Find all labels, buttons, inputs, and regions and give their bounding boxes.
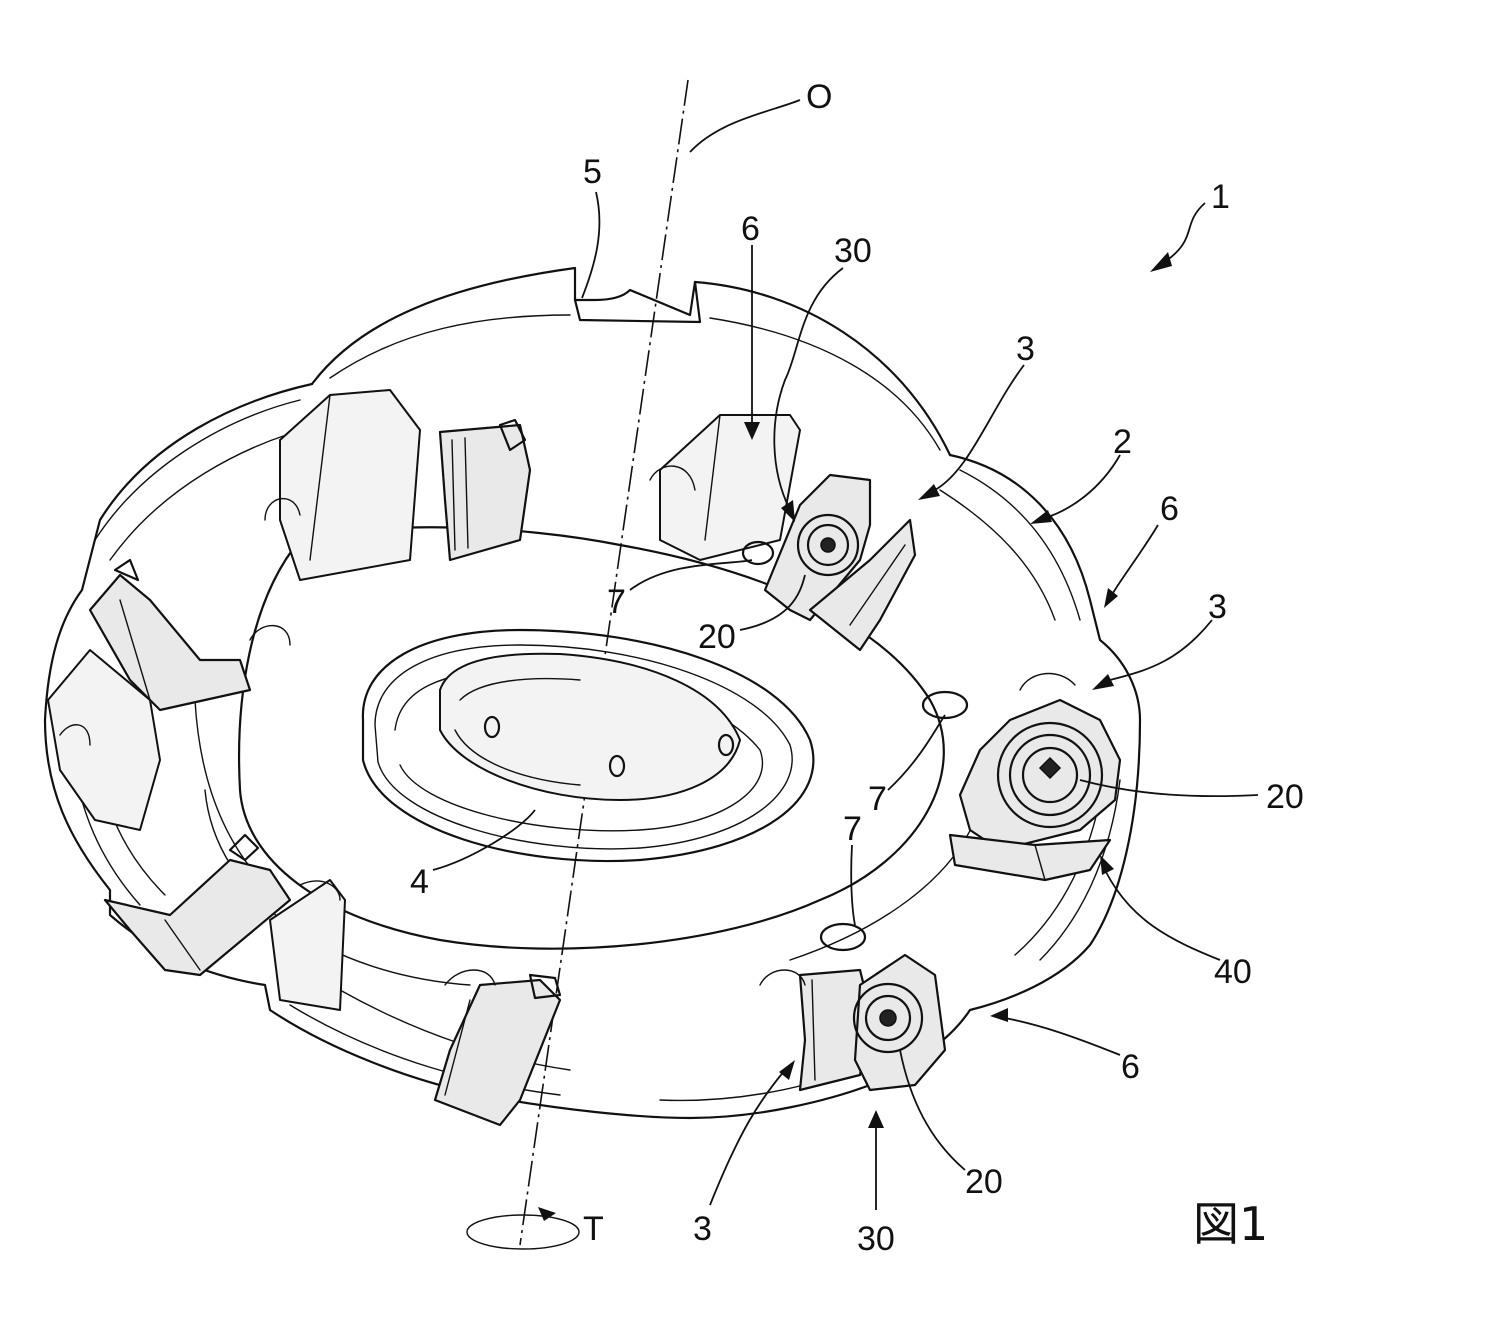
leader-5 <box>581 191 601 299</box>
chip-pocket-upper <box>659 414 801 561</box>
leader-o <box>689 99 801 153</box>
label-axis-o: O <box>806 78 832 116</box>
label-clamp-30-top: 30 <box>834 232 872 270</box>
label-chip-pocket-6-top: 6 <box>741 210 760 248</box>
leader-30-top <box>773 267 844 522</box>
insert-upper-right <box>763 473 917 652</box>
leader-3-bottom <box>709 1060 795 1206</box>
label-insert-20-bottom: 20 <box>965 1163 1003 1201</box>
label-body-2: 2 <box>1113 423 1132 461</box>
chip-pocket-lower-left <box>269 879 346 1011</box>
leader-7-bottom <box>850 844 856 926</box>
label-cutting-edge-40: 40 <box>1214 953 1252 991</box>
leader-7-mid <box>887 714 946 791</box>
insert-bottom-center <box>433 973 562 1127</box>
label-chip-pocket-6-bottom: 6 <box>1121 1048 1140 1086</box>
label-insert-20-top: 20 <box>698 618 736 656</box>
label-pocket-3-right: 3 <box>1208 588 1227 626</box>
leader-6-bottom <box>990 1008 1121 1056</box>
label-pocket-3-top: 3 <box>1016 330 1035 368</box>
insert-left <box>88 558 252 712</box>
chip-pocket-upper-left <box>279 389 421 581</box>
top-flange-outline <box>310 266 952 457</box>
insert-lower-left <box>103 833 292 977</box>
leader-20-bottom <box>899 1049 966 1171</box>
leader-6-top <box>744 245 760 440</box>
cutter-body-outline <box>43 382 1142 1120</box>
leader-40 <box>1100 855 1221 961</box>
insert-right <box>948 698 1122 882</box>
insert-upper <box>438 418 532 562</box>
label-insert-20-right: 20 <box>1266 778 1304 816</box>
label-pocket-3-bottom: 3 <box>693 1210 712 1248</box>
leader-3-right <box>1092 619 1213 690</box>
label-coolant-7-top: 7 <box>607 583 626 621</box>
insert-bottom-right <box>798 953 947 1092</box>
leader-3-top <box>918 364 1025 500</box>
label-coolant-7-mid: 7 <box>868 780 887 818</box>
chip-pocket-left <box>47 649 161 831</box>
label-tool-1: 1 <box>1211 178 1230 216</box>
label-clamp-30-bottom: 30 <box>857 1220 895 1258</box>
coolant-hole-7-mid <box>921 690 969 720</box>
leader-7-top <box>629 559 753 591</box>
figure-title: 図1 <box>1193 1197 1268 1251</box>
rotation-direction-t <box>466 1207 580 1250</box>
label-rotation-t: T <box>583 1210 604 1248</box>
coolant-hole-7-top <box>741 540 775 566</box>
central-bore-4 <box>361 628 815 863</box>
label-chip-pocket-6-right: 6 <box>1160 490 1179 528</box>
label-coolant-7-bottom: 7 <box>843 810 862 848</box>
leader-20-top <box>739 574 806 631</box>
leader-6-right <box>1104 524 1159 608</box>
label-keyway-5: 5 <box>583 153 602 191</box>
leader-1 <box>1150 202 1206 272</box>
coolant-hole-7-bottom <box>819 922 867 952</box>
leader-4 <box>432 809 536 871</box>
leader-20-right <box>1079 779 1259 798</box>
leader-30-bottom <box>868 1110 884 1210</box>
leader-2 <box>1030 454 1121 524</box>
label-bore-4: 4 <box>410 863 429 901</box>
front-face-ring <box>237 526 945 950</box>
